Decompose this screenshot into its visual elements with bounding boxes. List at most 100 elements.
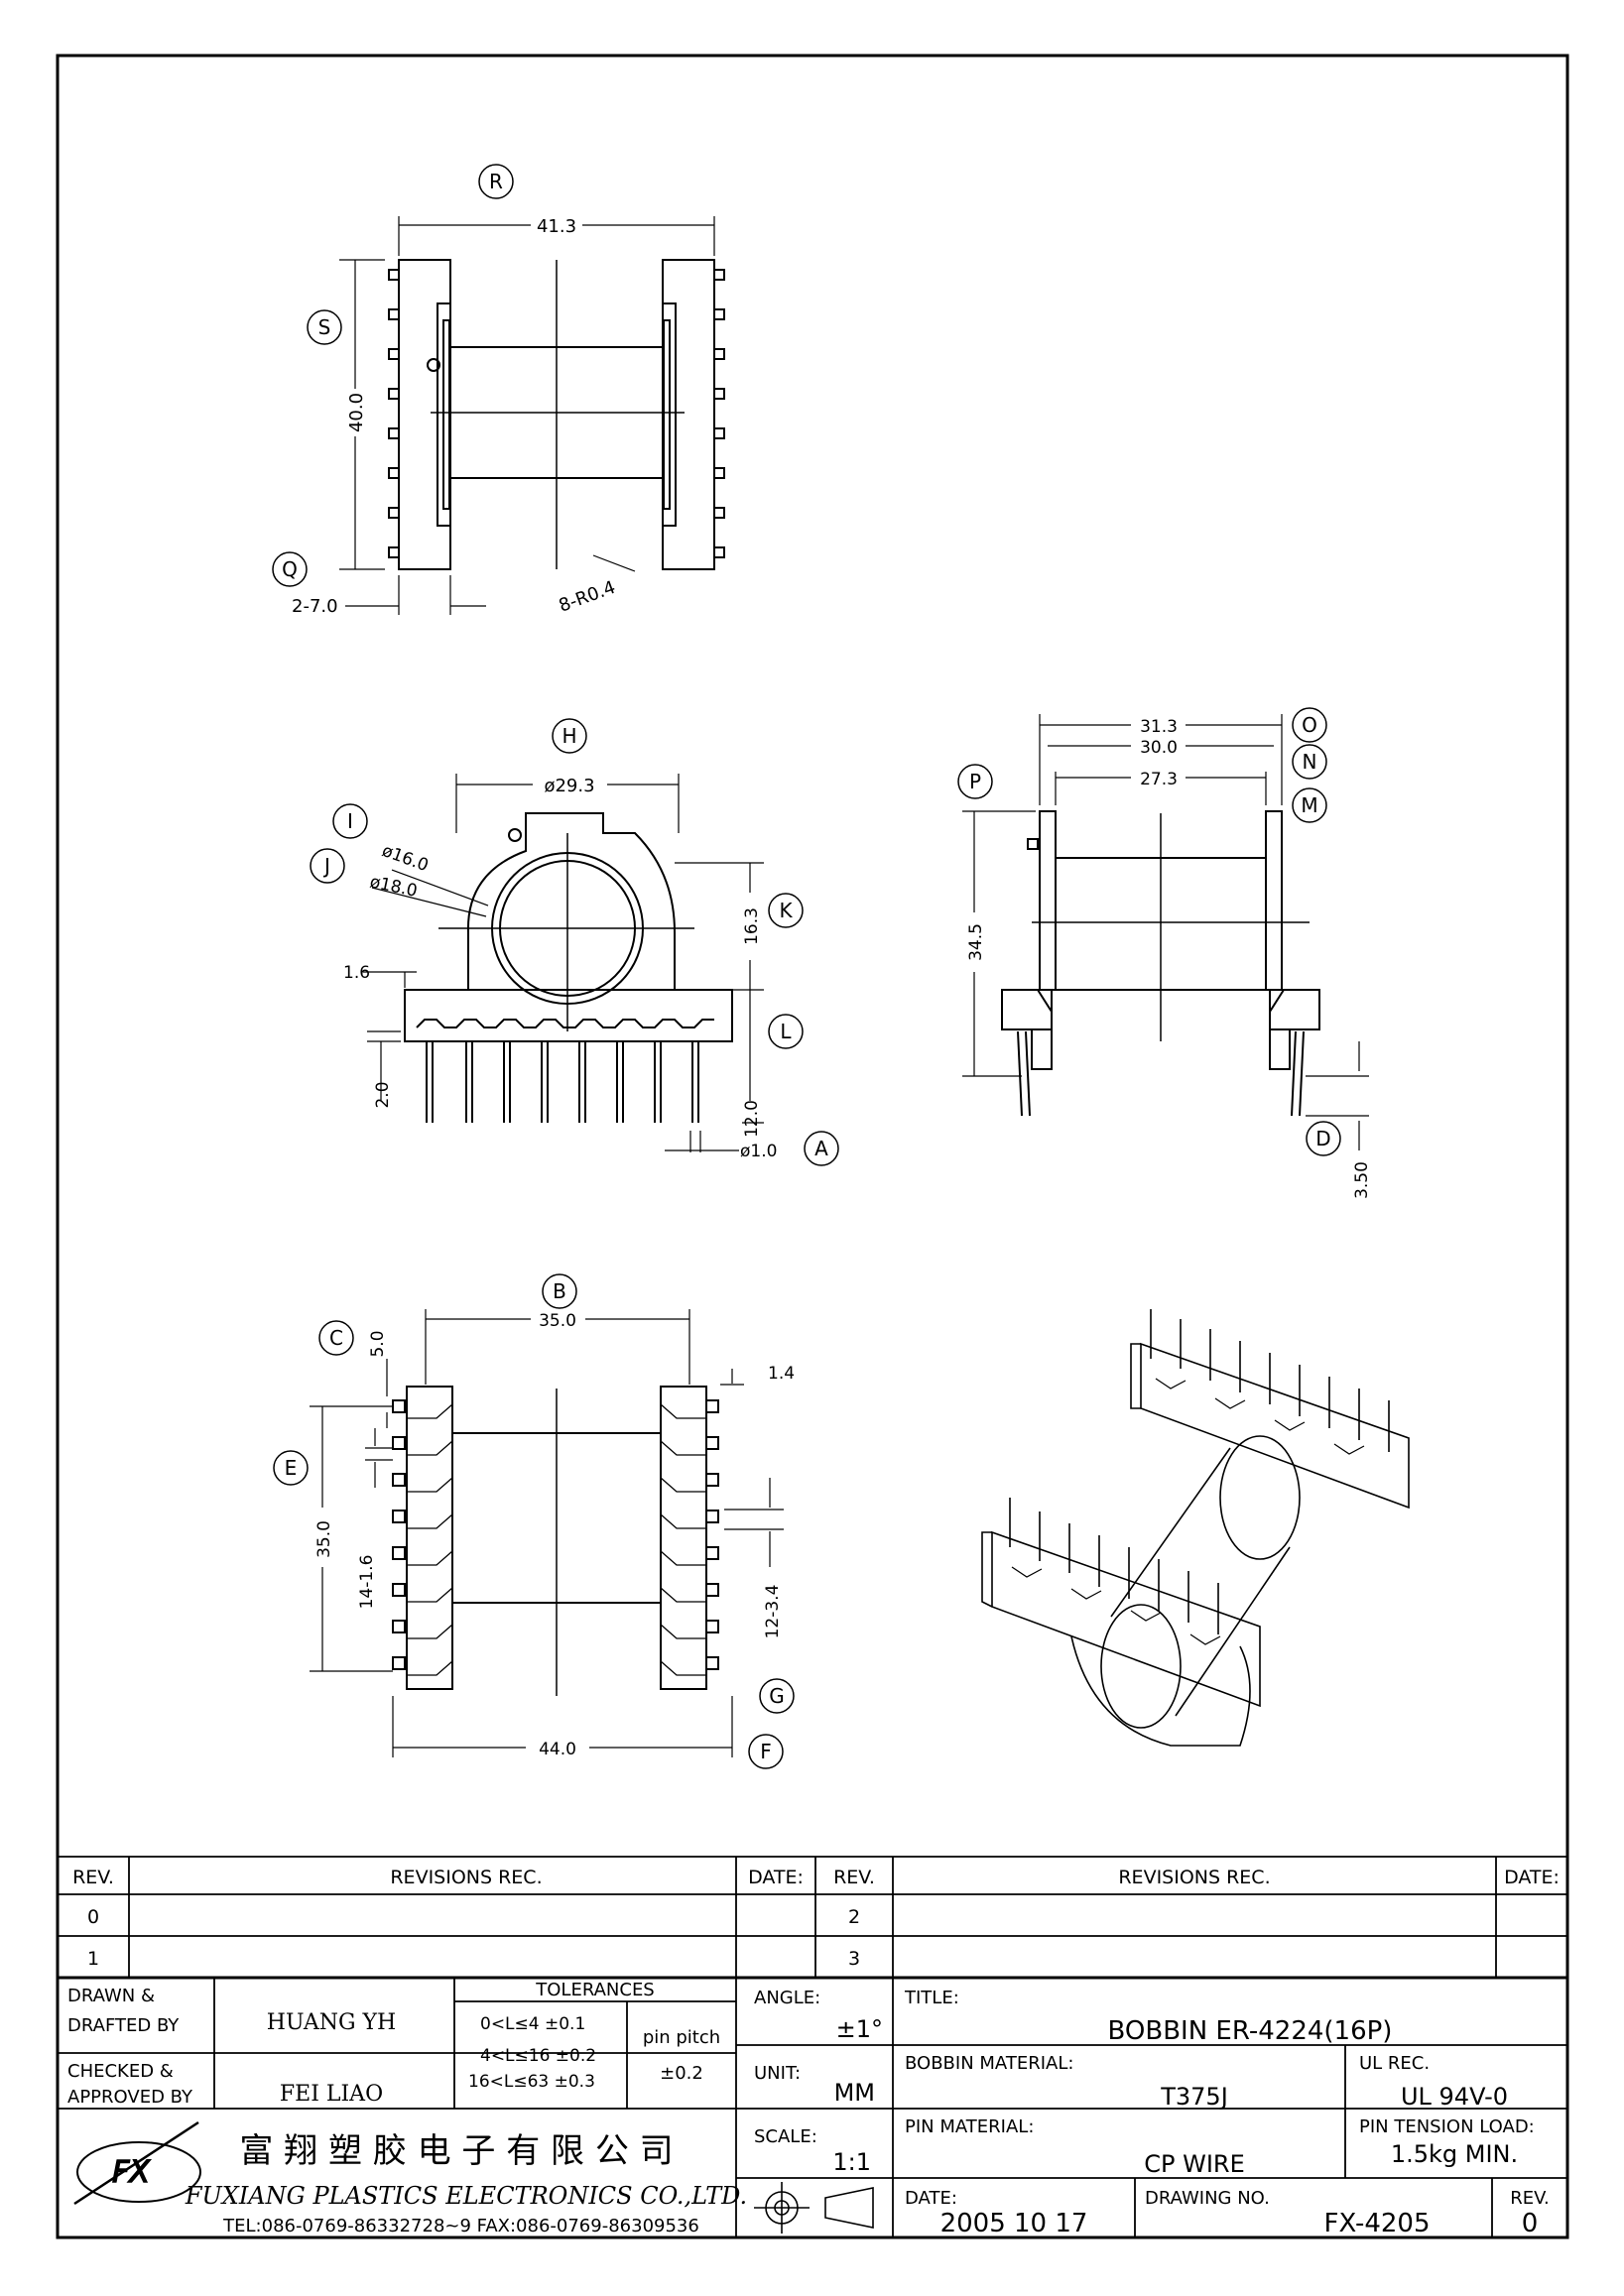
rev-right-3: 3 [848, 1948, 860, 1970]
rev-label: REV. [1510, 2188, 1550, 2209]
bobbin-material-label: BOBBIN MATERIAL: [905, 2053, 1073, 2074]
drawing-no-value: FX-4205 [1323, 2209, 1430, 2238]
marker-l: L [780, 1020, 792, 1043]
scale-value: 1:1 [832, 2148, 871, 2176]
dim-front-inner-dia2: ø18.0 [368, 872, 419, 902]
dim-front-h2: 12.0 [742, 1100, 762, 1138]
rev-right-2: 2 [848, 1906, 860, 1928]
dim-side-w1: 31.3 [1140, 717, 1178, 737]
date-label: DATE: [905, 2188, 957, 2209]
drawn-by: HUANG YH [267, 2010, 396, 2035]
dim-side-w3: 27.3 [1140, 770, 1178, 789]
logo-text: FX [112, 2155, 151, 2190]
title-value: BOBBIN ER-4224(16P) [1108, 2016, 1393, 2046]
company-name-en: FUXIANG PLASTICS ELECTRONICS CO.,LTD. [185, 2182, 747, 2210]
approved-label: APPROVED BY [67, 2087, 193, 2108]
dim-bottom-height: 35.0 [314, 1520, 334, 1558]
dim-side-w2: 30.0 [1140, 738, 1178, 758]
pin-pitch-label: pin pitch [643, 2027, 720, 2048]
drawing-no-label: DRAWING NO. [1145, 2188, 1270, 2209]
marker-r: R [489, 170, 503, 193]
pin-pitch-value: ±0.2 [660, 2063, 703, 2084]
marker-k: K [779, 899, 793, 922]
tension-value: 1.5kg MIN. [1391, 2140, 1518, 2168]
table-grid [58, 1856, 1567, 2237]
drafted-label: DRAFTED BY [67, 2015, 180, 2036]
dim-bottom-t: 1.4 [768, 1364, 795, 1384]
rec-header-right: REVISIONS REC. [1118, 1867, 1270, 1888]
ul-label: UL REC. [1359, 2053, 1430, 2074]
date-value: 2005 10 17 [940, 2209, 1088, 2238]
marker-m: M [1301, 793, 1317, 817]
rev-header-right: REV. [833, 1867, 875, 1888]
dim-top-height: 40.0 [346, 393, 367, 432]
angle-value: ±1° [836, 2015, 883, 2043]
rev-value: 0 [1522, 2209, 1539, 2238]
dim-front-h1: 16.3 [742, 907, 762, 945]
tolerance-1: 0<L≤4 ±0.1 [480, 2014, 585, 2034]
bottom-view [310, 1309, 784, 1757]
dim-front-t2: 2.0 [373, 1081, 393, 1108]
marker-j: J [322, 854, 330, 878]
marker-s: S [318, 315, 331, 339]
unit-label: UNIT: [754, 2063, 801, 2084]
date-header-left: DATE: [748, 1867, 804, 1888]
dim-top-radius: 8-R0.4 [557, 577, 619, 617]
dim-front-outer-dia: ø29.3 [544, 776, 594, 796]
dim-front-t1: 1.6 [343, 963, 370, 983]
marker-f: F [760, 1740, 772, 1763]
dim-top-spacing: 2-7.0 [292, 596, 338, 617]
marker-i: I [347, 809, 353, 833]
drawn-label: DRAWN & [67, 1986, 155, 2006]
front-view-labels [310, 718, 839, 1166]
date-header-right: DATE: [1504, 1867, 1560, 1888]
dim-side-pin: 3.50 [1352, 1161, 1372, 1199]
marker-q: Q [282, 557, 298, 581]
side-view [962, 714, 1369, 1150]
front-view [363, 774, 764, 1152]
top-view-labels [272, 164, 514, 587]
ul-value: UL 94V-0 [1401, 2083, 1508, 2111]
dim-bottom-total: 44.0 [539, 1740, 576, 1759]
bottom-view-labels [273, 1273, 795, 1769]
pin-material-value: CP WIRE [1144, 2150, 1245, 2178]
dim-bottom-c: 5.0 [368, 1330, 388, 1357]
isometric-view [981, 1309, 1410, 1747]
side-view-labels [957, 707, 1341, 1156]
tolerance-2: 4<L≤16 ±0.2 [480, 2046, 596, 2066]
approved-by: FEI LIAO [280, 2082, 383, 2107]
scale-label: SCALE: [754, 2126, 817, 2147]
dim-bottom-pitch2: 12-3.4 [763, 1585, 783, 1639]
company-logo [73, 2120, 201, 2206]
marker-g: G [769, 1684, 785, 1708]
company-contact: TEL:086-0769-86332728~9 FAX:086-0769-863… [222, 2216, 699, 2236]
dim-bottom-inner: 35.0 [539, 1311, 576, 1331]
marker-e: E [285, 1456, 298, 1480]
rec-header-left: REVISIONS REC. [390, 1867, 542, 1888]
drawing-border [56, 54, 1569, 2239]
company-name-cn: 富 翔 塑 胶 电 子 有 限 公 司 [239, 2131, 673, 2171]
marker-o: O [1302, 713, 1317, 737]
tolerances-title: TOLERANCES [535, 1980, 655, 2000]
dim-top-width: 41.3 [537, 216, 576, 237]
dim-bottom-pitch1: 14-1.6 [357, 1555, 377, 1610]
rev-header-left: REV. [72, 1867, 114, 1888]
marker-a: A [814, 1137, 828, 1160]
marker-p: P [969, 770, 981, 793]
tolerance-3: 16<L≤63 ±0.3 [468, 2072, 595, 2092]
rev-left-0: 0 [87, 1906, 99, 1928]
projection-symbol [754, 2182, 874, 2234]
marker-d: D [1315, 1127, 1330, 1150]
pin-material-label: PIN MATERIAL: [905, 2116, 1034, 2137]
top-view [339, 216, 725, 615]
marker-h: H [562, 724, 576, 748]
bobbin-material-value: T375J [1160, 2083, 1228, 2111]
marker-c: C [329, 1326, 343, 1350]
angle-label: ANGLE: [754, 1988, 820, 2008]
dim-front-pin-dia: ø1.0 [740, 1142, 777, 1161]
unit-value: MM [834, 2079, 875, 2107]
rev-left-1: 1 [87, 1948, 99, 1970]
title-label: TITLE: [904, 1988, 959, 2008]
